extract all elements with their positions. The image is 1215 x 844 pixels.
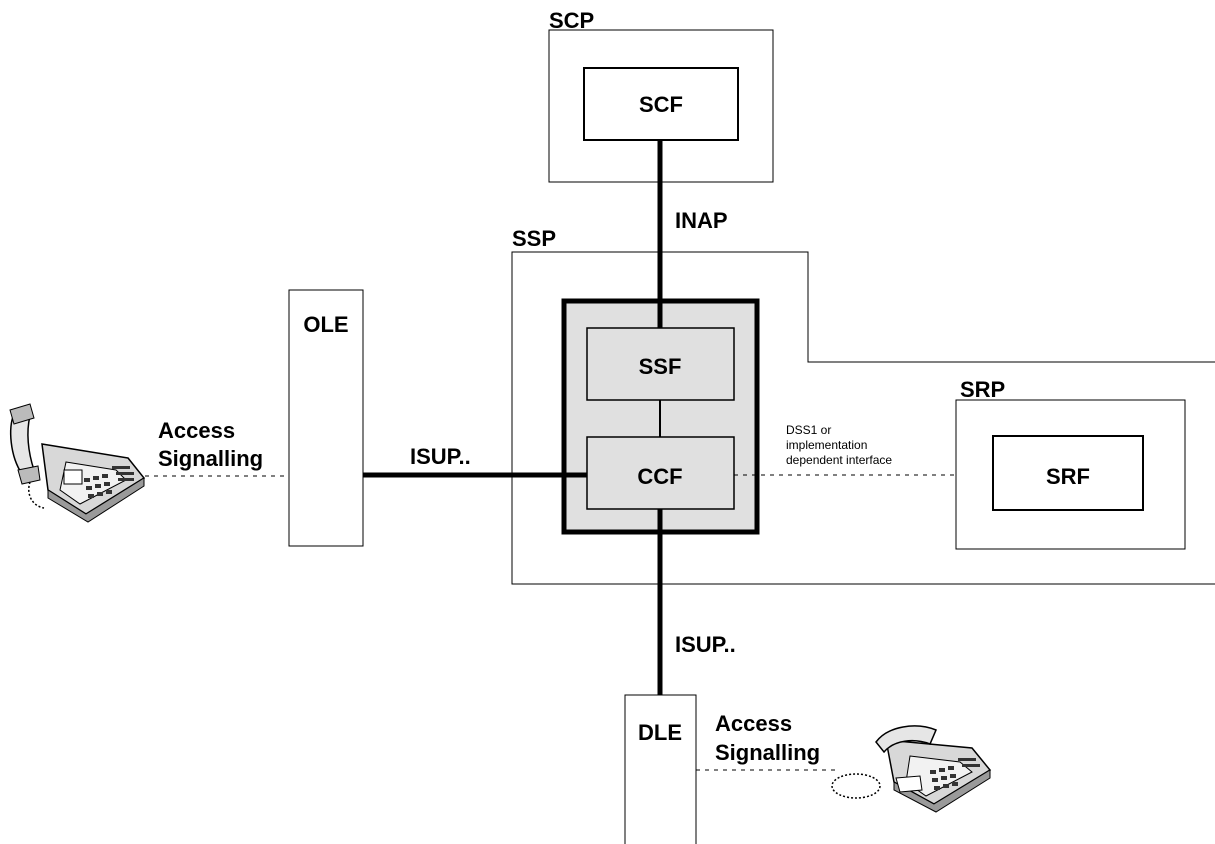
- isup-dle-label: ISUP..: [675, 632, 736, 657]
- access-left-line1: Access: [158, 418, 235, 443]
- left-telephone-icon: [9, 403, 146, 523]
- dss1-label-line2: implementation: [786, 438, 867, 452]
- srp-label: SRP: [960, 377, 1005, 402]
- scf-label: SCF: [639, 92, 683, 117]
- scp-label: SCP: [549, 8, 594, 33]
- ole-box: [288, 289, 364, 547]
- ssf-box: [586, 327, 735, 401]
- scf-box: [583, 67, 739, 141]
- ccf-label: CCF: [637, 464, 682, 489]
- access-left-line2: Signalling: [158, 446, 263, 471]
- bottom-telephone-icon: [831, 725, 992, 813]
- dss1-label-line3: dependent interface: [786, 453, 892, 467]
- ole-label: OLE: [303, 312, 348, 337]
- srf-label: SRF: [1046, 464, 1090, 489]
- srf-box: [992, 435, 1144, 511]
- ssp-label: SSP: [512, 226, 556, 251]
- ssf-label: SSF: [639, 354, 682, 379]
- dle-label: DLE: [638, 720, 682, 745]
- dss1-label-line1: DSS1 or: [786, 423, 831, 437]
- dle-box: [624, 694, 697, 844]
- access-bottom-line1: Access: [715, 711, 792, 736]
- isup-ole-label: ISUP..: [410, 444, 471, 469]
- inap-label: INAP: [675, 208, 728, 233]
- access-bottom-line2: Signalling: [715, 740, 820, 765]
